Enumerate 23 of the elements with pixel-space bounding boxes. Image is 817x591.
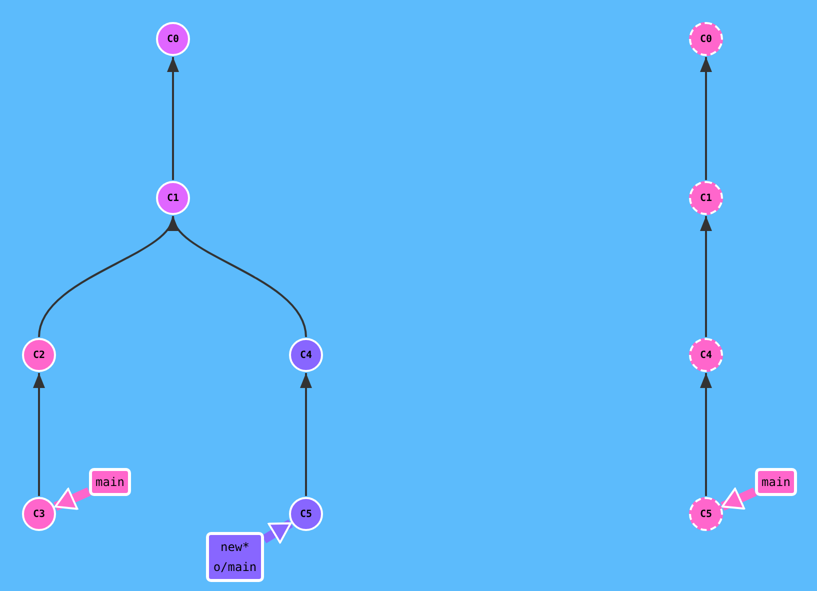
- commit-circle: C5: [689, 497, 723, 531]
- commit-circle: C0: [156, 22, 190, 56]
- commit-arrow: [700, 216, 712, 337]
- commit-arrow: [700, 373, 712, 496]
- commit-circle: C2: [22, 338, 56, 372]
- branch-arrow: [720, 488, 757, 511]
- commit-arrow: [38, 216, 175, 338]
- commit-arrow: [167, 57, 179, 180]
- commit-circle: C0: [689, 22, 723, 56]
- commit-circle: C1: [156, 181, 190, 215]
- commit-circle: C5: [289, 497, 323, 531]
- commit-circle: C3: [22, 497, 56, 531]
- commit-arrow: [300, 373, 312, 496]
- commit-arrow: [33, 373, 45, 496]
- branch-arrow: [54, 487, 91, 511]
- branch-label: main: [89, 468, 131, 496]
- commit-arrow: [700, 57, 712, 180]
- branch-label: new* o/main: [206, 532, 264, 582]
- branch-arrow: [262, 519, 293, 544]
- commit-circle: C1: [689, 181, 723, 215]
- commit-circle: C4: [689, 338, 723, 372]
- branch-label: main: [755, 468, 797, 496]
- commit-circle: C4: [289, 338, 323, 372]
